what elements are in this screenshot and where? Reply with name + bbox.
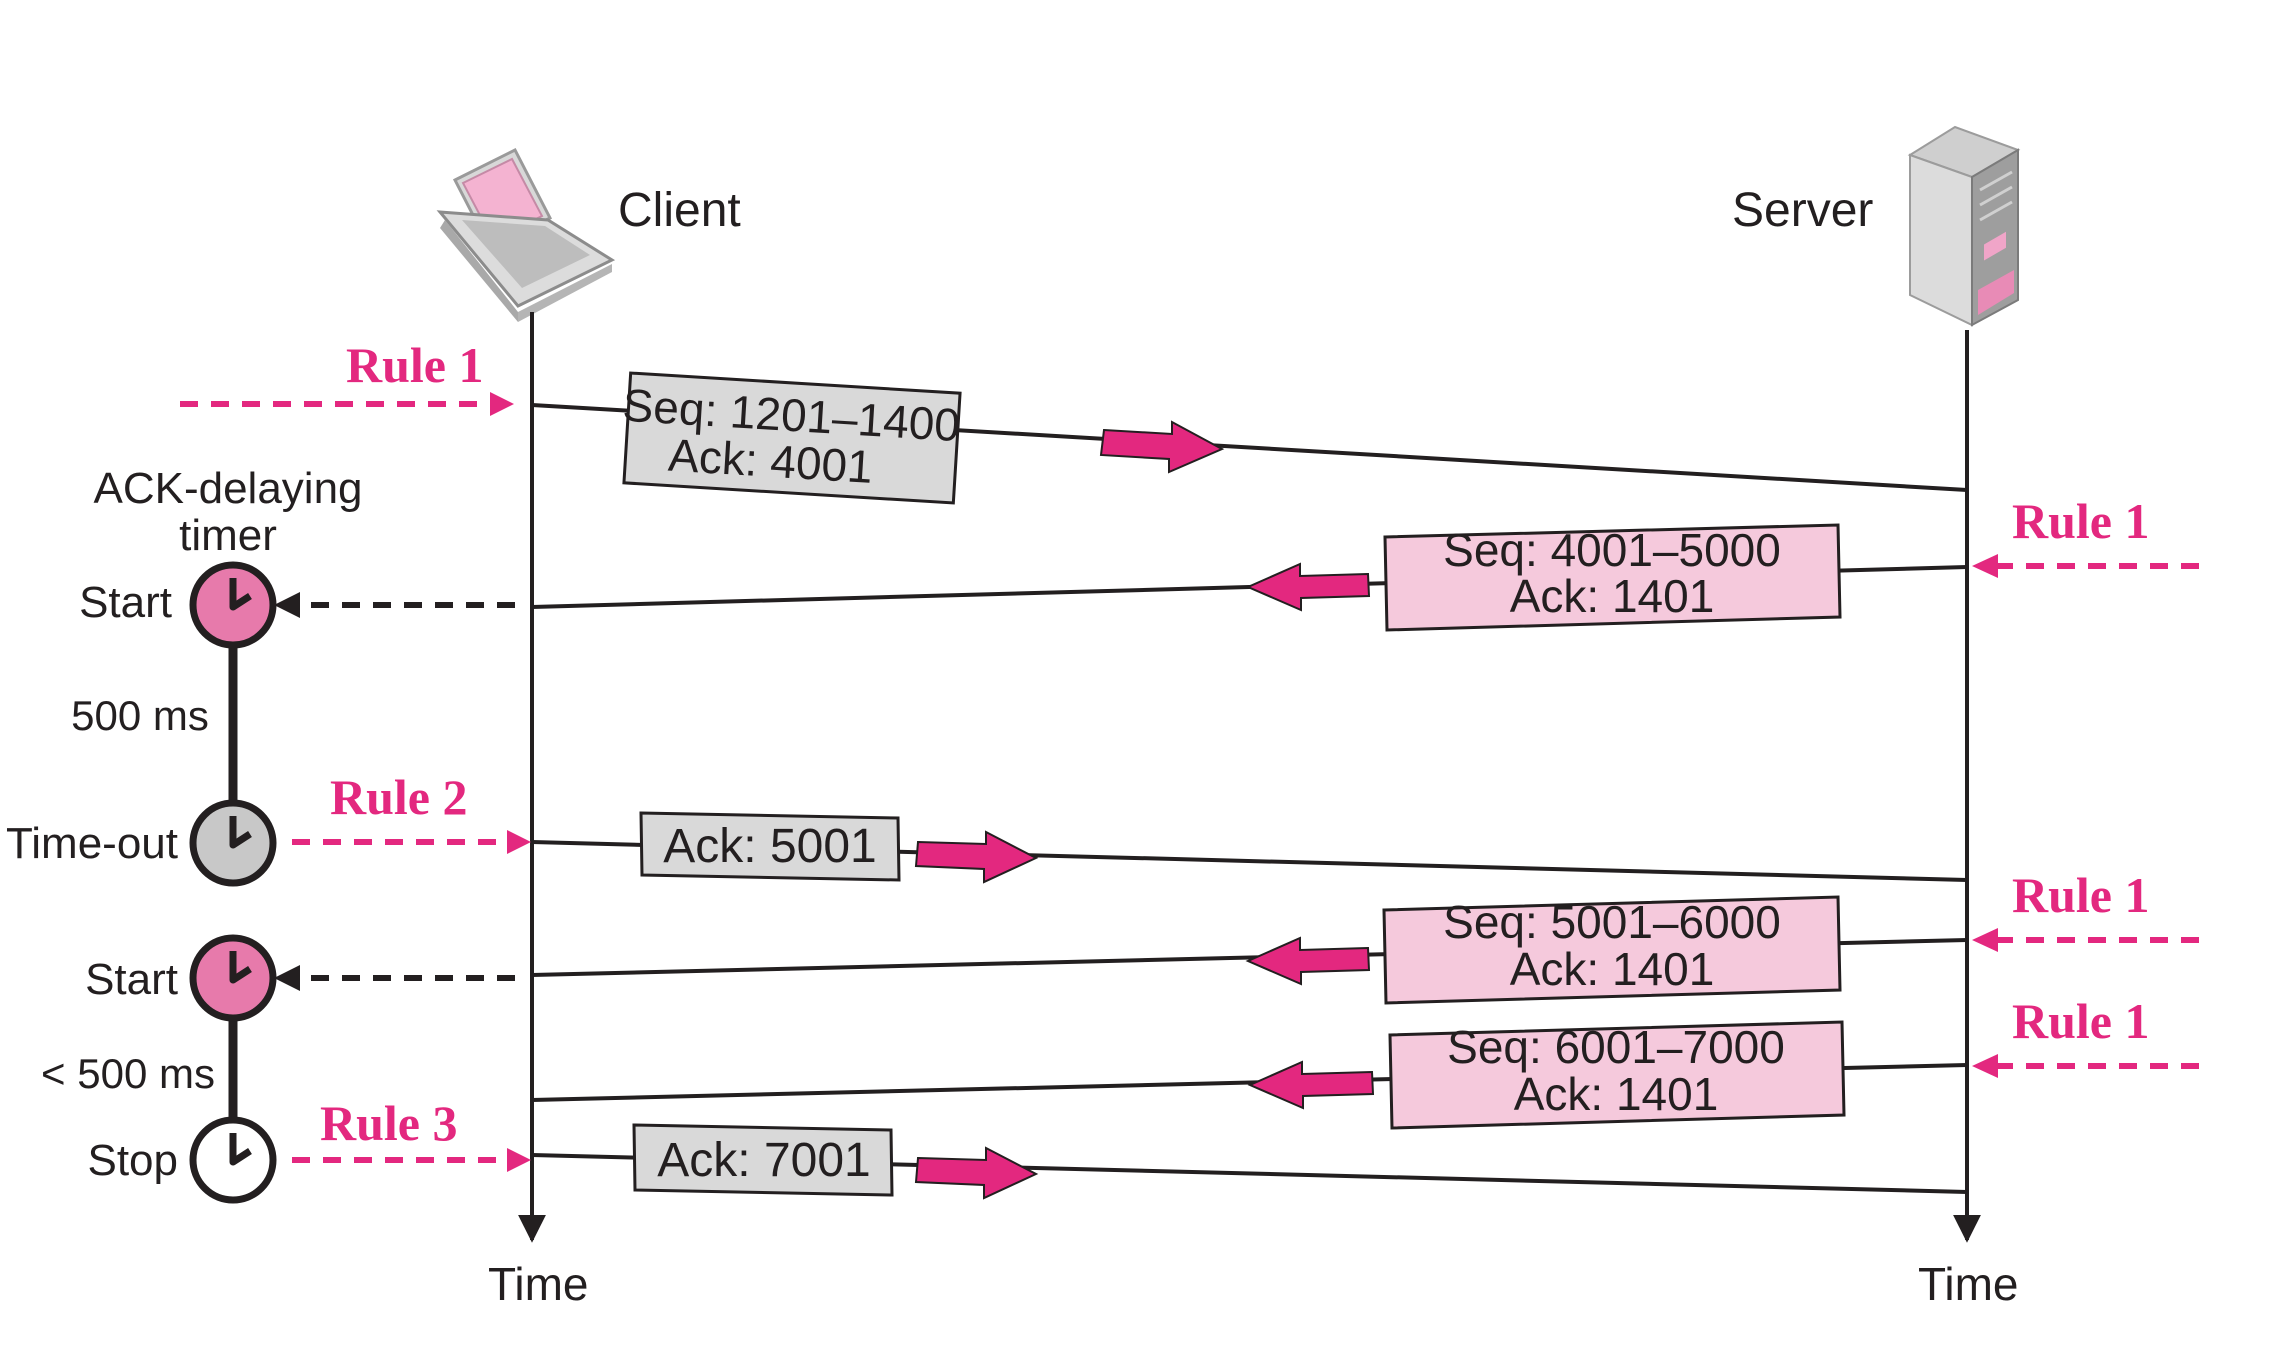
segment-box: Seq: 4001–5000 Ack: 1401: [1383, 523, 1842, 632]
server-label: Server: [1732, 184, 1873, 237]
timer-event-label: Time-out: [6, 819, 178, 868]
laptop-icon: [436, 147, 616, 322]
server-tower-icon: [1907, 125, 2021, 327]
segment-box: Ack: 5001: [639, 811, 901, 882]
rule-label: Rule 1: [2012, 993, 2150, 1049]
rule-label: Rule 3: [320, 1095, 458, 1151]
segment-seq: Seq: 4001–5000: [1443, 524, 1781, 576]
clock-icon: [189, 1116, 277, 1204]
segment-box: Seq: 1201–1400 Ack: 4001: [621, 371, 962, 505]
rule-arrowhead: [1972, 928, 1998, 952]
timer-event-label: Start: [85, 955, 178, 1004]
rule-arrowhead: [507, 830, 531, 854]
segment-box: Seq: 5001–6000 Ack: 1401: [1382, 895, 1842, 1005]
direction-arrow-right: [914, 830, 1039, 884]
timer-event-label: Stop: [87, 1136, 178, 1185]
segment-ack: Ack: 1401: [1510, 570, 1715, 622]
direction-arrow-left: [1245, 562, 1371, 612]
rule-arrowhead: [1972, 554, 1998, 578]
client-label: Client: [618, 184, 741, 237]
direction-arrow-right: [914, 1146, 1039, 1200]
segment-seq: Seq: 5001–6000: [1443, 896, 1781, 948]
rule-label: Rule 1: [2012, 493, 2150, 549]
server-time-label: Time: [1918, 1258, 2019, 1310]
clock-icon: [189, 561, 277, 649]
timer-start-arrowhead: [274, 965, 300, 991]
rule-label: Rule 1: [346, 337, 484, 393]
segment-ack: Ack: 1401: [1514, 1068, 1719, 1120]
segment-ack: Ack: 7001: [657, 1134, 870, 1187]
rule-arrowhead: [490, 392, 514, 416]
clock-icon: [189, 934, 277, 1022]
rule-arrowhead: [1972, 1054, 1998, 1078]
segment-ack: Ack: 4001: [667, 429, 874, 493]
direction-arrow-left: [1245, 936, 1371, 986]
clock-icon: [189, 799, 277, 887]
segment-ack: Ack: 5001: [663, 820, 876, 873]
segment-box: Ack: 7001: [632, 1123, 894, 1197]
timer-title: timer: [179, 511, 277, 560]
rule-label: Rule 2: [330, 769, 468, 825]
timer-title: ACK-delaying: [93, 464, 362, 513]
client-time-label: Time: [488, 1258, 589, 1310]
timer-interval-label: 500 ms: [71, 692, 209, 739]
segment-seq: Seq: 6001–7000: [1447, 1021, 1785, 1073]
rule-label: Rule 1: [2012, 867, 2150, 923]
direction-arrow-right: [1099, 420, 1225, 474]
timer-event-label: Start: [79, 578, 172, 627]
segment-box: Seq: 6001–7000 Ack: 1401: [1388, 1020, 1846, 1130]
rule-arrowhead: [507, 1148, 531, 1172]
segment-ack: Ack: 1401: [1510, 943, 1715, 995]
timer-interval-label: < 500 ms: [41, 1050, 215, 1097]
timer-start-arrowhead: [274, 592, 300, 618]
direction-arrow-left: [1247, 1060, 1375, 1110]
